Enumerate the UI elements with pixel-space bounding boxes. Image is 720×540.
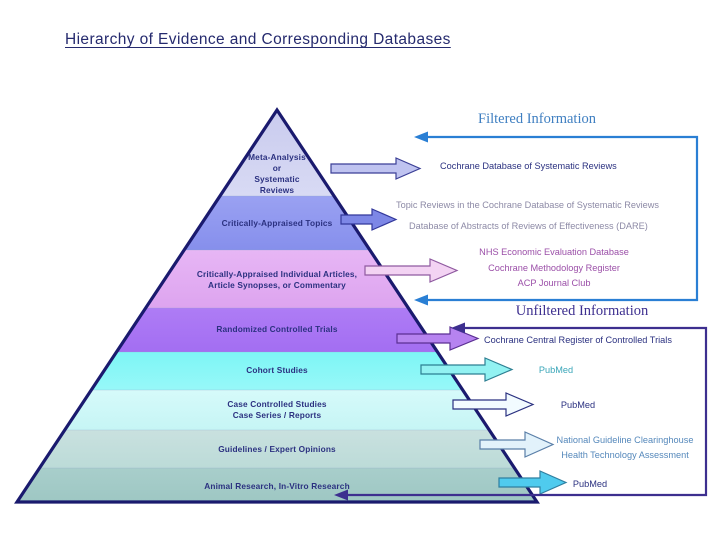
pyramid-bands xyxy=(17,110,537,502)
label-cochrane-methodology-register: Cochrane Methodology Register xyxy=(488,263,620,273)
label-pubmed-cohort: PubMed xyxy=(538,365,574,375)
pyramid-outline xyxy=(14,107,540,504)
band-label-critically-appraised-articles: Critically-Appraised Individual Articles… xyxy=(196,269,358,290)
arrow-randomized-controlled-trials xyxy=(396,326,480,351)
arrow-critically-appraised-articles xyxy=(364,258,459,283)
label-cochrane-database-systematic-reviews: Cochrane Database of Systematic Reviews xyxy=(440,161,617,171)
arrow-case-controlled-studies xyxy=(452,392,535,417)
band-randomized-controlled-trials xyxy=(116,308,438,352)
band-label-critically-appraised-topics: Critically-Appraised Topics xyxy=(221,218,333,228)
band-label-cohort-studies: Cohort Studies xyxy=(246,365,308,375)
label-acp-journal-club: ACP Journal Club xyxy=(517,278,591,288)
arrow-cohort-studies xyxy=(420,357,514,382)
band-case-controlled-studies xyxy=(64,390,490,430)
filtered-bracket-arrowhead-top xyxy=(414,131,428,143)
arrow-guidelines-expert-opinions xyxy=(479,431,555,458)
arrow-critically-appraised-topics xyxy=(340,208,398,231)
band-animal-research xyxy=(17,468,537,502)
label-national-guideline-clearinghouse: National Guideline Clearinghouse xyxy=(556,435,694,445)
band-critically-appraised-topics xyxy=(184,196,370,250)
band-label-guidelines-expert-opinions: Guidelines / Expert Opinions xyxy=(218,444,336,454)
page-title: Hierarchy of Evidence and Corresponding … xyxy=(65,31,451,48)
unfiltered-bracket-arrowhead-top xyxy=(451,322,465,334)
unfiltered-information-bracket xyxy=(345,326,708,497)
label-pubmed-case: PubMed xyxy=(560,400,596,410)
arrow-animal-research xyxy=(498,470,568,495)
label-nhs-economic-evaluation-database: NHS Economic Evaluation Database xyxy=(479,247,629,257)
filtered-bracket-arrowhead-bottom xyxy=(414,294,428,306)
band-separators xyxy=(39,195,515,469)
band-meta-analysis xyxy=(220,110,334,196)
label-cochrane-central-register: Cochrane Central Register of Controlled … xyxy=(484,335,672,345)
arrow-meta-analysis xyxy=(330,157,422,180)
label-dare: Database of Abstracts of Reviews of Effe… xyxy=(409,221,648,231)
band-label-animal-research: Animal Research, In-Vitro Research xyxy=(204,481,350,491)
section-heading-unfiltered: Unfiltered Information xyxy=(515,303,649,319)
unfiltered-bracket-arrowhead-bottom xyxy=(334,489,348,501)
band-cohort-studies xyxy=(91,352,463,390)
band-label-randomized-controlled-trials: Randomized Controlled Trials xyxy=(216,324,338,334)
band-critically-appraised-articles xyxy=(146,250,408,308)
label-topic-reviews: Topic Reviews in the Cochrane Database o… xyxy=(396,200,659,210)
band-label-meta-analysis: Meta-Analysis or Systematic Reviews xyxy=(248,152,306,195)
label-health-technology-assessment: Health Technology Assessment xyxy=(561,450,689,460)
filtered-information-bracket xyxy=(425,135,699,302)
label-pubmed-animal: PubMed xyxy=(572,479,608,489)
section-heading-filtered: Filtered Information xyxy=(478,111,596,127)
band-guidelines-expert-opinions xyxy=(39,430,515,468)
band-label-case-controlled-studies: Case Controlled Studies Case Series / Re… xyxy=(227,399,327,420)
